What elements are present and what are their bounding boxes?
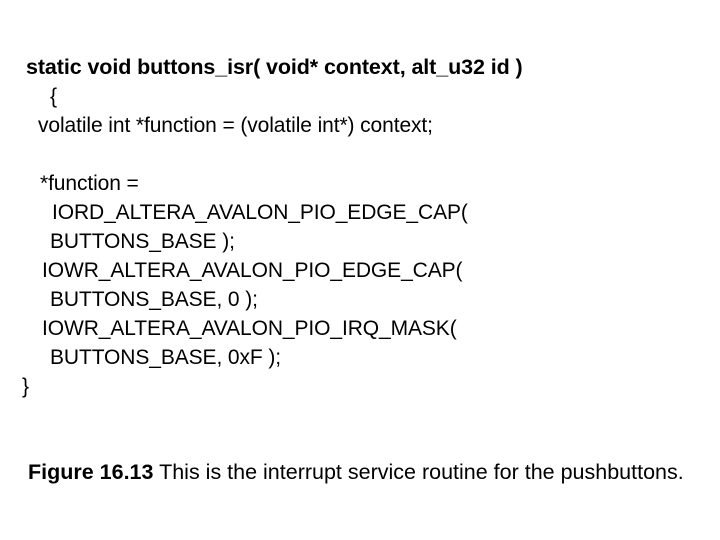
code-line-function-assignment: *function = [40, 172, 139, 195]
figure-caption: Figure 16.13 This is the interrupt servi… [28, 458, 688, 487]
code-line-blank [0, 140, 720, 169]
code-line-close-brace: } [22, 375, 29, 398]
code-listing: static void buttons_isr( void* context, … [0, 52, 720, 401]
code-line-function-signature: static void buttons_isr( void* context, … [26, 55, 523, 79]
code-line-iord-edge-cap-args: BUTTONS_BASE ); [50, 230, 235, 253]
code-line-iowr-edge-cap-args: BUTTONS_BASE, 0 ); [50, 288, 258, 311]
figure-caption-text: This is the interrupt service routine fo… [159, 460, 684, 484]
figure-caption-label: Figure 16.13 [28, 460, 154, 484]
code-line-iowr-irq-mask-args: BUTTONS_BASE, 0xF ); [50, 346, 281, 369]
code-line-iowr-edge-cap: IOWR_ALTERA_AVALON_PIO_EDGE_CAP( [42, 259, 463, 282]
code-line-iowr-irq-mask: IOWR_ALTERA_AVALON_PIO_IRQ_MASK( [42, 317, 457, 340]
code-line-open-brace: { [50, 85, 57, 108]
code-line-volatile-declaration: volatile int *function = (volatile int*)… [38, 114, 433, 137]
code-line-iord-edge-cap: IORD_ALTERA_AVALON_PIO_EDGE_CAP( [52, 201, 468, 224]
figure-caption-body: Figure 16.13 This is the interrupt servi… [28, 458, 688, 487]
